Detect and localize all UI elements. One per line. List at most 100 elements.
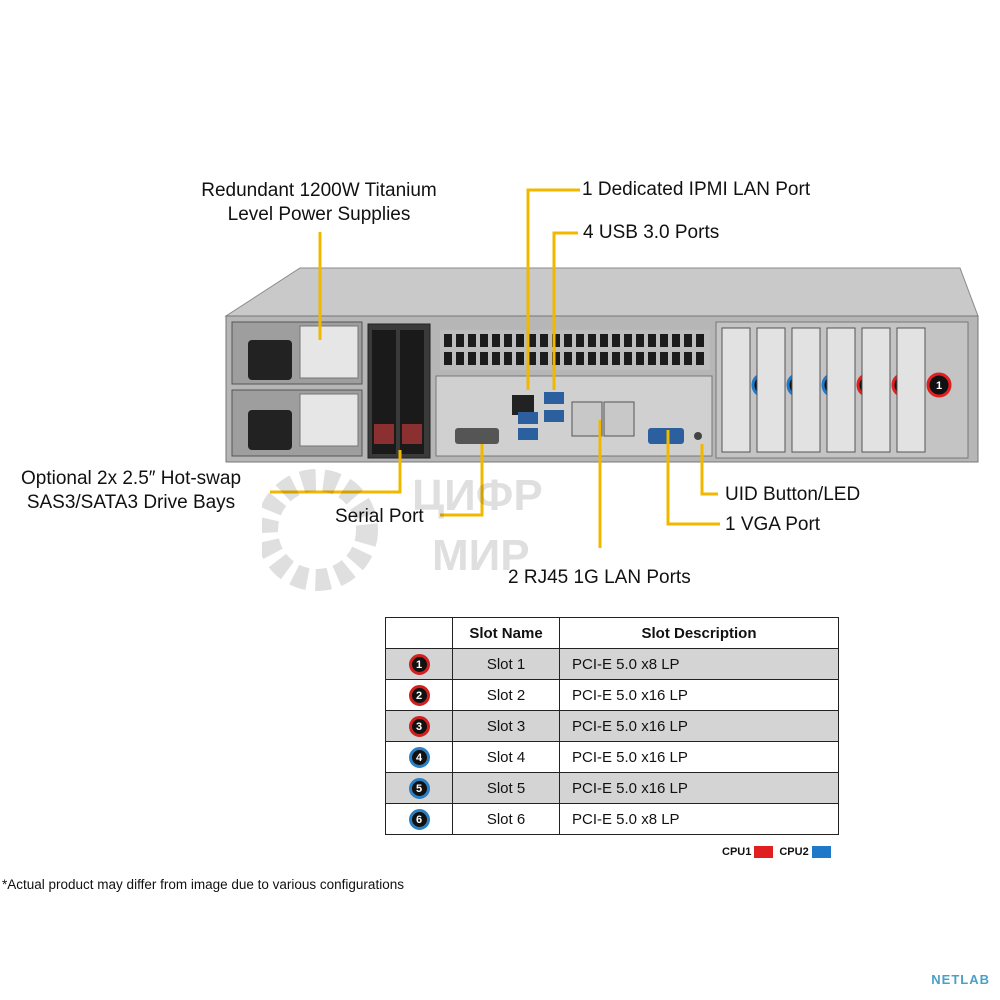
lan-label: 2 RJ45 1G LAN Ports	[508, 567, 691, 588]
slot-table-header: Slot Name Slot Description	[385, 617, 839, 649]
serial-connector	[455, 428, 499, 444]
pcie-slot-cover	[861, 327, 891, 453]
header-slot-description: Slot Description	[559, 617, 839, 649]
watermark-gear-logo: ЦИФР МИР	[262, 469, 543, 591]
vent-hole	[444, 334, 452, 347]
cpu1-legend-label: CPU1	[722, 846, 752, 858]
vent-hole	[540, 334, 548, 347]
vent-hole	[636, 352, 644, 365]
usb-port	[544, 392, 564, 404]
vent-hole	[624, 334, 632, 347]
table-row: 3 Slot 3 PCI-E 5.0 x16 LP	[385, 710, 839, 742]
vent-hole	[684, 334, 692, 347]
vent-hole	[504, 352, 512, 365]
power-supplies-label-line1: Redundant 1200W Titanium	[201, 180, 437, 201]
usb-label: 4 USB 3.0 Ports	[583, 222, 720, 243]
vent-hole	[696, 334, 704, 347]
pcie-slot-badge-number: 1	[936, 380, 942, 392]
table-row: 1 Slot 1 PCI-E 5.0 x8 LP	[385, 648, 839, 680]
table-row: 2 Slot 2 PCI-E 5.0 x16 LP	[385, 679, 839, 711]
table-row: 6 Slot 6 PCI-E 5.0 x8 LP	[385, 803, 839, 835]
vent-hole	[504, 334, 512, 347]
pcie-slot-cover	[826, 327, 856, 453]
pcie-slot-cover	[721, 327, 751, 453]
usb-port	[544, 410, 564, 422]
slot-description: PCI-E 5.0 x16 LP	[559, 679, 839, 711]
vent-hole	[588, 352, 596, 365]
power-supply-1	[231, 321, 363, 385]
vent-hole	[564, 334, 572, 347]
slot-badge: 6	[408, 808, 430, 830]
lan-port	[603, 401, 635, 437]
vent-hole	[480, 334, 488, 347]
table-row: 4 Slot 4 PCI-E 5.0 x16 LP	[385, 741, 839, 773]
slot-badge: 1	[408, 653, 430, 675]
vent-hole	[684, 352, 692, 365]
vent-hole	[600, 334, 608, 347]
slot-description: PCI-E 5.0 x16 LP	[559, 741, 839, 773]
vent-hole	[696, 352, 704, 365]
vent-hole	[648, 352, 656, 365]
vent-hole	[612, 334, 620, 347]
ipmi-port	[512, 395, 534, 415]
lan-port	[571, 401, 603, 437]
vent-hole	[576, 334, 584, 347]
drive-bays-label-line2: SAS3/SATA3 Drive Bays	[26, 492, 236, 513]
server-chassis-rear-view: 654321	[224, 188, 979, 548]
slot-name: Slot 5	[452, 772, 560, 804]
vent-hole	[456, 352, 464, 365]
slot-name: Slot 2	[452, 679, 560, 711]
vent-hole	[576, 352, 584, 365]
vent-hole	[600, 352, 608, 365]
vent-hole	[552, 352, 560, 365]
cpu2-swatch	[811, 846, 831, 859]
slot-description: PCI-E 5.0 x16 LP	[559, 772, 839, 804]
vga-connector	[648, 428, 684, 444]
vent-hole	[492, 352, 500, 365]
vent-hole	[540, 352, 548, 365]
slot-name: Slot 6	[452, 803, 560, 835]
slot-badge: 5	[408, 777, 430, 799]
vent-hole	[636, 334, 644, 347]
power-supplies-label-line2: Level Power Supplies	[227, 204, 411, 225]
slot-table: Slot Name Slot Description 1 Slot 1 PCI-…	[385, 617, 839, 835]
vent-hole	[516, 352, 524, 365]
vent-hole	[564, 352, 572, 365]
vent-hole	[468, 352, 476, 365]
slot-description: PCI-E 5.0 x8 LP	[559, 803, 839, 835]
drive-bays-label: Optional 2x 2.5″ Hot-swap SAS3/SATA3 Dri…	[10, 467, 252, 515]
uid-button	[694, 432, 702, 440]
cpu2-legend-label: CPU2	[779, 846, 809, 858]
vent-hole	[588, 334, 596, 347]
drive-bays	[367, 323, 431, 459]
vent-hole	[468, 334, 476, 347]
watermark-text-2: МИР	[432, 531, 530, 580]
vent-hole	[492, 334, 500, 347]
slot-name: Slot 3	[452, 710, 560, 742]
vent-hole	[660, 334, 668, 347]
vent-hole	[624, 352, 632, 365]
pcie-slot-cover	[896, 327, 926, 453]
vga-label: 1 VGA Port	[725, 514, 821, 535]
vent-hole	[612, 352, 620, 365]
slot-badge: 2	[408, 684, 430, 706]
pcie-slot-badge	[926, 372, 952, 398]
header-slot-name: Slot Name	[452, 617, 560, 649]
slot-badge: 4	[408, 746, 430, 768]
disclaimer-note: *Actual product may differ from image du…	[2, 877, 404, 892]
drive-bays-label-line1: Optional 2x 2.5″ Hot-swap	[20, 468, 242, 489]
pcie-slot-cover	[756, 327, 786, 453]
brand-logo: NETLAB	[931, 972, 990, 987]
pcie-slot-cover	[791, 327, 821, 453]
power-supply-2	[231, 389, 363, 457]
vent-hole	[456, 334, 464, 347]
table-row: 5 Slot 5 PCI-E 5.0 x16 LP	[385, 772, 839, 804]
vent-hole	[528, 334, 536, 347]
ipmi-label: 1 Dedicated IPMI LAN Port	[582, 179, 811, 200]
cpu-legend: CPU1 CPU2	[722, 846, 837, 859]
slot-description: PCI-E 5.0 x8 LP	[559, 648, 839, 680]
vent-hole	[648, 334, 656, 347]
usb-port	[518, 428, 538, 440]
vent-hole	[528, 352, 536, 365]
vent-hole	[672, 334, 680, 347]
